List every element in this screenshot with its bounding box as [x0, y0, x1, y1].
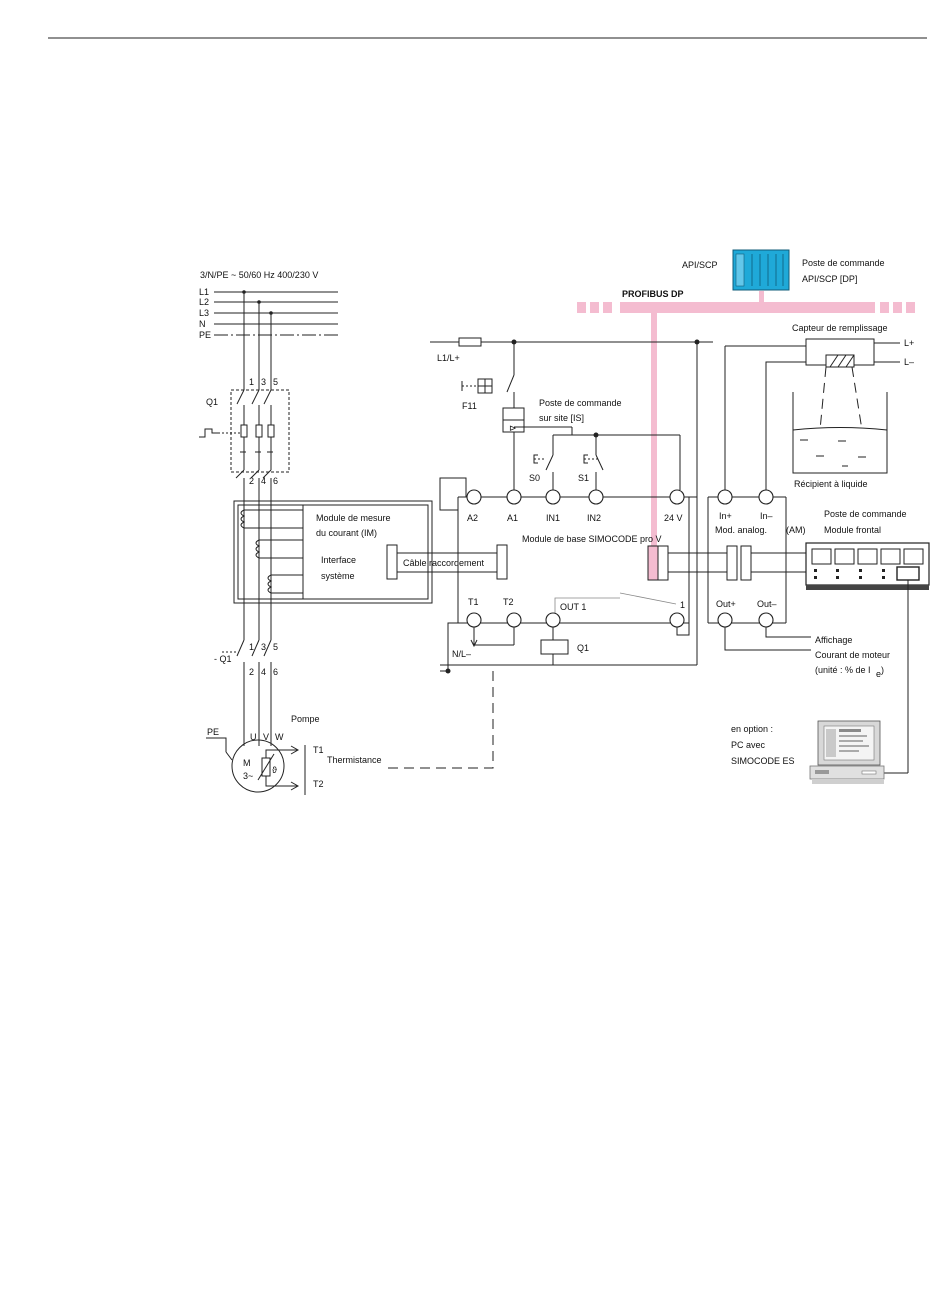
pe-label: PE: [207, 727, 219, 737]
main-contactor: Q1 1 3 5 2 4 6: [199, 377, 290, 640]
local-station: Poste de commande sur site [IS] S0 S1: [514, 398, 681, 490]
motor-label: M: [243, 758, 251, 768]
current-module-title-2: du courant (IM): [316, 528, 377, 538]
level-sensor-title: Capteur de remplissage: [792, 323, 888, 333]
current-measuring-module: Module de mesure du courant (IM) Interfa…: [233, 500, 433, 604]
analog-out-plus: Out+: [716, 599, 736, 609]
display-label: Affichage: [815, 635, 852, 645]
terminal-1: 1: [680, 600, 685, 610]
front-panel-label-2: Module frontal: [824, 525, 881, 535]
level-sensor-minus: L–: [904, 357, 914, 367]
analog-in-minus: In–: [760, 511, 773, 521]
main-contactor-terminal-4: 4: [261, 476, 266, 486]
contactor-q1-terminal-3: 3: [261, 642, 266, 652]
unit-label: (unité : % de I: [815, 665, 871, 675]
terminal-in1: IN1: [546, 513, 560, 523]
main-contactor-terminal-3: 3: [261, 377, 266, 387]
control-supply: L1/L+ F11 ⊳: [430, 337, 713, 666]
display-annotation: Affichage Courant de moteur (unité : % d…: [815, 635, 890, 679]
plc-right-label-2: API/SCP [DP]: [802, 274, 857, 284]
front-panel-label-1: Poste de commande: [824, 509, 907, 519]
main-contactor-terminal-2: 2: [249, 476, 254, 486]
profibus-bus: PROFIBUS DP: [577, 289, 915, 581]
terminal-out1: OUT 1: [560, 602, 586, 612]
analog-in-plus: In+: [719, 511, 732, 521]
pump-label: Pompe: [291, 714, 320, 724]
terminal-in2: IN2: [587, 513, 601, 523]
pc-label-2: PC avec: [731, 740, 766, 750]
profibus-label: PROFIBUS DP: [622, 289, 684, 299]
motor-current-label: Courant de moteur: [815, 650, 890, 660]
contactor-q1-terminal-4: 4: [261, 667, 266, 677]
l1-supply-label: L1/L+: [437, 353, 460, 363]
system-interface-label-1: Interface: [321, 555, 356, 565]
theta-label: ϑ: [272, 765, 277, 775]
phase-w: W: [275, 732, 284, 742]
line-label-l2: L2: [199, 297, 209, 307]
fuse-f11-label: F11: [462, 401, 477, 411]
phase-u: U: [250, 732, 257, 742]
motor-t2-label: T2: [313, 779, 324, 789]
switch-s1-label: S1: [578, 473, 589, 483]
contactor-q1-terminal-5: 5: [273, 642, 278, 652]
cable-label: Câble raccordement: [403, 558, 485, 568]
supply-header: 3/N/PE ~ 50/60 Hz 400/230 V: [200, 270, 318, 280]
tank-label: Récipient à liquide: [794, 479, 868, 489]
pump-motor: Pompe PE U V W M 3~ ϑ T1 T2 Thermistance: [206, 714, 382, 795]
switch-s0-label: S0: [529, 473, 540, 483]
main-contactor-terminal-6: 6: [273, 476, 278, 486]
unit-close: ): [881, 665, 884, 675]
unit-subscript: e: [876, 669, 881, 679]
pc-label-1: en option :: [731, 724, 773, 734]
phase-v: V: [263, 732, 269, 742]
contactor-q1-terminal-6: 6: [273, 667, 278, 677]
nl-label: N/L–: [452, 649, 471, 659]
plc-right-label-1: Poste de commande: [802, 258, 885, 268]
contactor-q1-terminal-1: 1: [249, 642, 254, 652]
connection-cable: Câble raccordement: [386, 544, 508, 580]
supply-lines: 3/N/PE ~ 50/60 Hz 400/230 V L1 L2 L3 N P…: [199, 270, 338, 390]
motor-t1-label: T1: [313, 745, 324, 755]
main-contactor-terminal-5: 5: [273, 377, 278, 387]
terminal-24v: 24 V: [664, 513, 683, 523]
main-contactor-terminal-1: 1: [249, 377, 254, 387]
analog-module-label: Mod. analog.: [715, 525, 767, 535]
local-station-label-1: Poste de commande: [539, 398, 622, 408]
plc-station: API/SCP Poste de commande API/SCP [DP]: [682, 249, 885, 291]
line-label-l1: L1: [199, 287, 209, 297]
terminal-t1: T1: [468, 597, 479, 607]
plc-left-label: API/SCP: [682, 260, 718, 270]
current-module-title-1: Module de mesure: [316, 513, 391, 523]
base-module: A2 A1 IN1 IN2 24 V Module de base SIMOCO…: [385, 477, 806, 769]
coil-q1-label: Q1: [577, 643, 589, 653]
contactor-q1-lower: - Q1 1 3 5 2 4 6: [214, 639, 278, 746]
line-label-n: N: [199, 319, 206, 329]
terminal-a2: A2: [467, 513, 478, 523]
analog-module: In+ In– Mod. analog. (AM) Out+ Out–: [707, 345, 811, 651]
contactor-q1-label: - Q1: [214, 654, 232, 664]
pc-station: en option : PC avec SIMOCODE ES: [731, 720, 885, 784]
front-panel: Poste de commande Module frontal: [805, 509, 930, 774]
svg-text:⊳: ⊳: [509, 423, 517, 433]
local-station-label-2: sur site [IS]: [539, 413, 584, 423]
main-contactor-label: Q1: [206, 397, 218, 407]
thermistor-label: Thermistance: [327, 755, 382, 765]
system-interface-label-2: système: [321, 571, 355, 581]
base-module-label: Module de base SIMOCODE pro V: [522, 534, 662, 544]
terminal-t2: T2: [503, 597, 514, 607]
motor-sub-label: 3~: [243, 771, 253, 781]
analog-out-minus: Out–: [757, 599, 777, 609]
line-label-l3: L3: [199, 308, 209, 318]
analog-module-am: (AM): [786, 525, 806, 535]
level-sensor-plus: L+: [904, 338, 914, 348]
contactor-q1-terminal-2: 2: [249, 667, 254, 677]
level-sensor: Capteur de remplissage L+ L– Récipient à…: [792, 323, 914, 489]
terminal-a1: A1: [507, 513, 518, 523]
line-label-pe: PE: [199, 330, 211, 340]
pc-label-3: SIMOCODE ES: [731, 756, 795, 766]
